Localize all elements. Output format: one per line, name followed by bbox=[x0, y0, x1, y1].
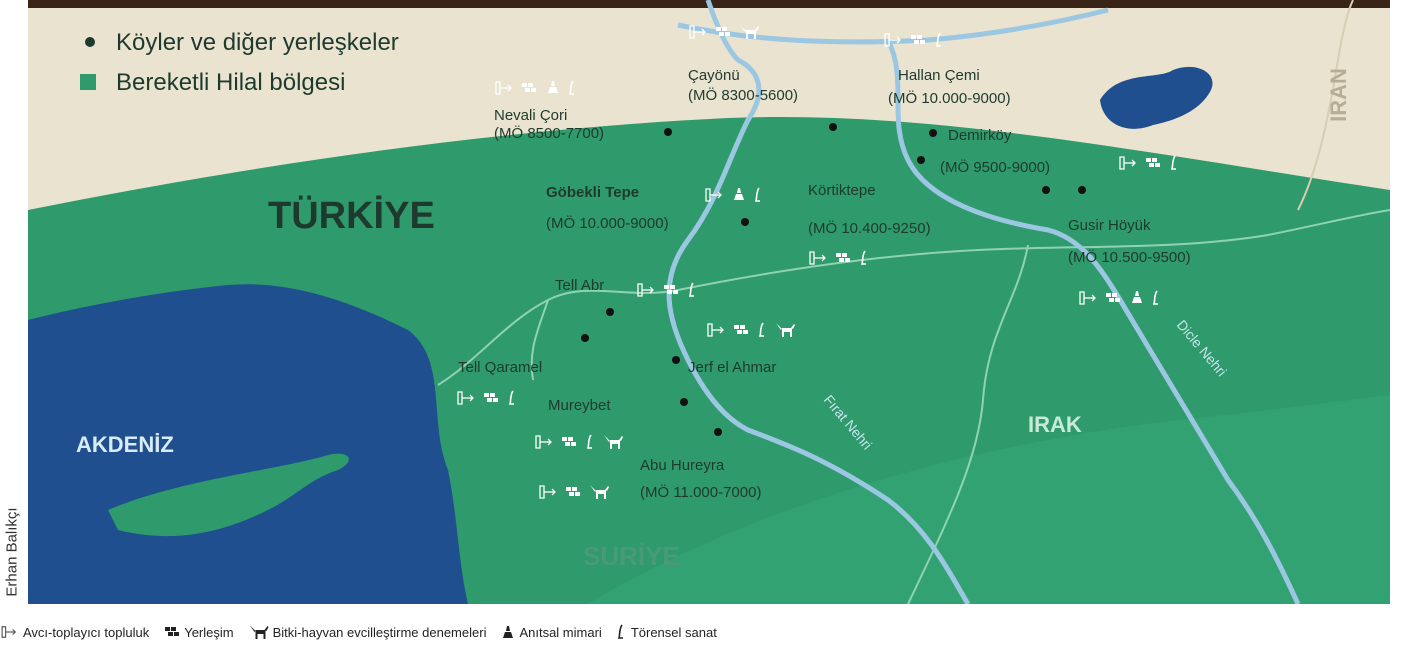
label-turkey: TÜRKİYE bbox=[268, 194, 435, 237]
label-iraq: IRAK bbox=[1028, 412, 1082, 437]
site-name-gusir-hoyuk: Gusir Höyük bbox=[1068, 217, 1151, 234]
hunter-icon bbox=[1, 626, 17, 638]
key-hunter: Avcı-toplayıcı topluluk bbox=[0, 625, 149, 640]
key-settlement: Yerleşim bbox=[163, 624, 234, 640]
key-art: Törensel sanat bbox=[616, 624, 717, 640]
site-dates-gusir-hoyuk: (MÖ 10.500-9500) bbox=[1068, 248, 1191, 266]
site-name-gobekli-tepe: Göbekli Tepe bbox=[546, 184, 639, 201]
site-name-kortiktepe: Körtiktepe bbox=[808, 182, 876, 199]
key-architecture: Anıtsal mimari bbox=[500, 624, 602, 640]
site-name-jerf-el-ahmar: Jerf el Ahmar bbox=[688, 359, 776, 376]
border-syria-iraq bbox=[907, 244, 1029, 604]
site-dates-nevali-cori: (MÖ 8500-7700) bbox=[494, 124, 604, 142]
legend-settlement-label: Köyler ve diğer yerleşkeler bbox=[116, 29, 399, 56]
key-architecture-label: Anıtsal mimari bbox=[519, 624, 602, 640]
southern-region bbox=[588, 395, 1390, 604]
label-syria: SURİYE bbox=[583, 541, 680, 571]
key-hunter-label: Avcı-toplayıcı topluluk bbox=[23, 624, 150, 640]
border-syria-west bbox=[530, 299, 549, 381]
site-name-tell-abr: Tell Abr bbox=[555, 277, 604, 294]
legend-fertile-swatch bbox=[80, 74, 96, 90]
site-name-demirkoy: Demirköy bbox=[948, 127, 1012, 144]
art-icon bbox=[617, 624, 623, 639]
domestication-icon bbox=[249, 625, 269, 639]
site-dates-demirkoy: (MÖ 9500-9000) bbox=[940, 158, 1050, 176]
site-dates-kortiktepe: (MÖ 10.400-9250) bbox=[808, 219, 931, 237]
site-name-tell-qaramel: Tell Qaramel bbox=[458, 359, 542, 376]
lake-van bbox=[1100, 66, 1213, 129]
euphrates-river bbox=[666, 0, 971, 604]
site-dates-hallan-cemi: (MÖ 10.000-9000) bbox=[888, 89, 1011, 107]
key-domestication: Bitki-hayvan evcilleştirme denemeleri bbox=[248, 624, 487, 640]
cyprus-island bbox=[108, 453, 349, 537]
credit-text: Erhan Balıkçı bbox=[3, 507, 21, 597]
site-name-abu-hureyra: Abu Hureyra bbox=[640, 457, 725, 474]
site-name-cayonu: Çayönü bbox=[688, 67, 740, 84]
key-domestication-label: Bitki-hayvan evcilleştirme denemeleri bbox=[272, 624, 487, 640]
settlement-icon bbox=[165, 627, 180, 636]
site-name-hallan-cemi: Hallan Çemi bbox=[898, 67, 980, 84]
credit: Erhan Balıkçı bbox=[2, 502, 22, 602]
site-dates-abu-hureyra: (MÖ 11.000-7000) bbox=[640, 483, 761, 501]
label-sea: AKDENİZ bbox=[76, 432, 174, 457]
site-dots bbox=[581, 123, 1086, 436]
site-name-nevali-cori: Nevali Çori bbox=[494, 107, 567, 124]
site-dates-gobekli-tepe: (MÖ 10.000-9000) bbox=[546, 214, 669, 232]
label-iran: IRAN bbox=[1326, 68, 1351, 122]
icon-key: Avcı-toplayıcı topluluk Yerleşim Bitki-h… bbox=[0, 622, 731, 642]
architecture-icon bbox=[503, 626, 514, 638]
site-dates-cayonu: (MÖ 8300-5600) bbox=[688, 86, 798, 104]
key-settlement-label: Yerleşim bbox=[184, 624, 234, 640]
site-name-mureybet: Mureybet bbox=[548, 397, 611, 414]
key-art-label: Törensel sanat bbox=[630, 624, 717, 640]
legend-fertile-label: Bereketli Hilal bölgesi bbox=[116, 69, 345, 96]
border-iraq-iran bbox=[1297, 0, 1354, 211]
tigris-river bbox=[677, 7, 1301, 604]
map-area: Köyler ve diğer yerleşkeler Bereketli Hi… bbox=[28, 0, 1390, 604]
legend-settlement-dot bbox=[85, 37, 95, 47]
